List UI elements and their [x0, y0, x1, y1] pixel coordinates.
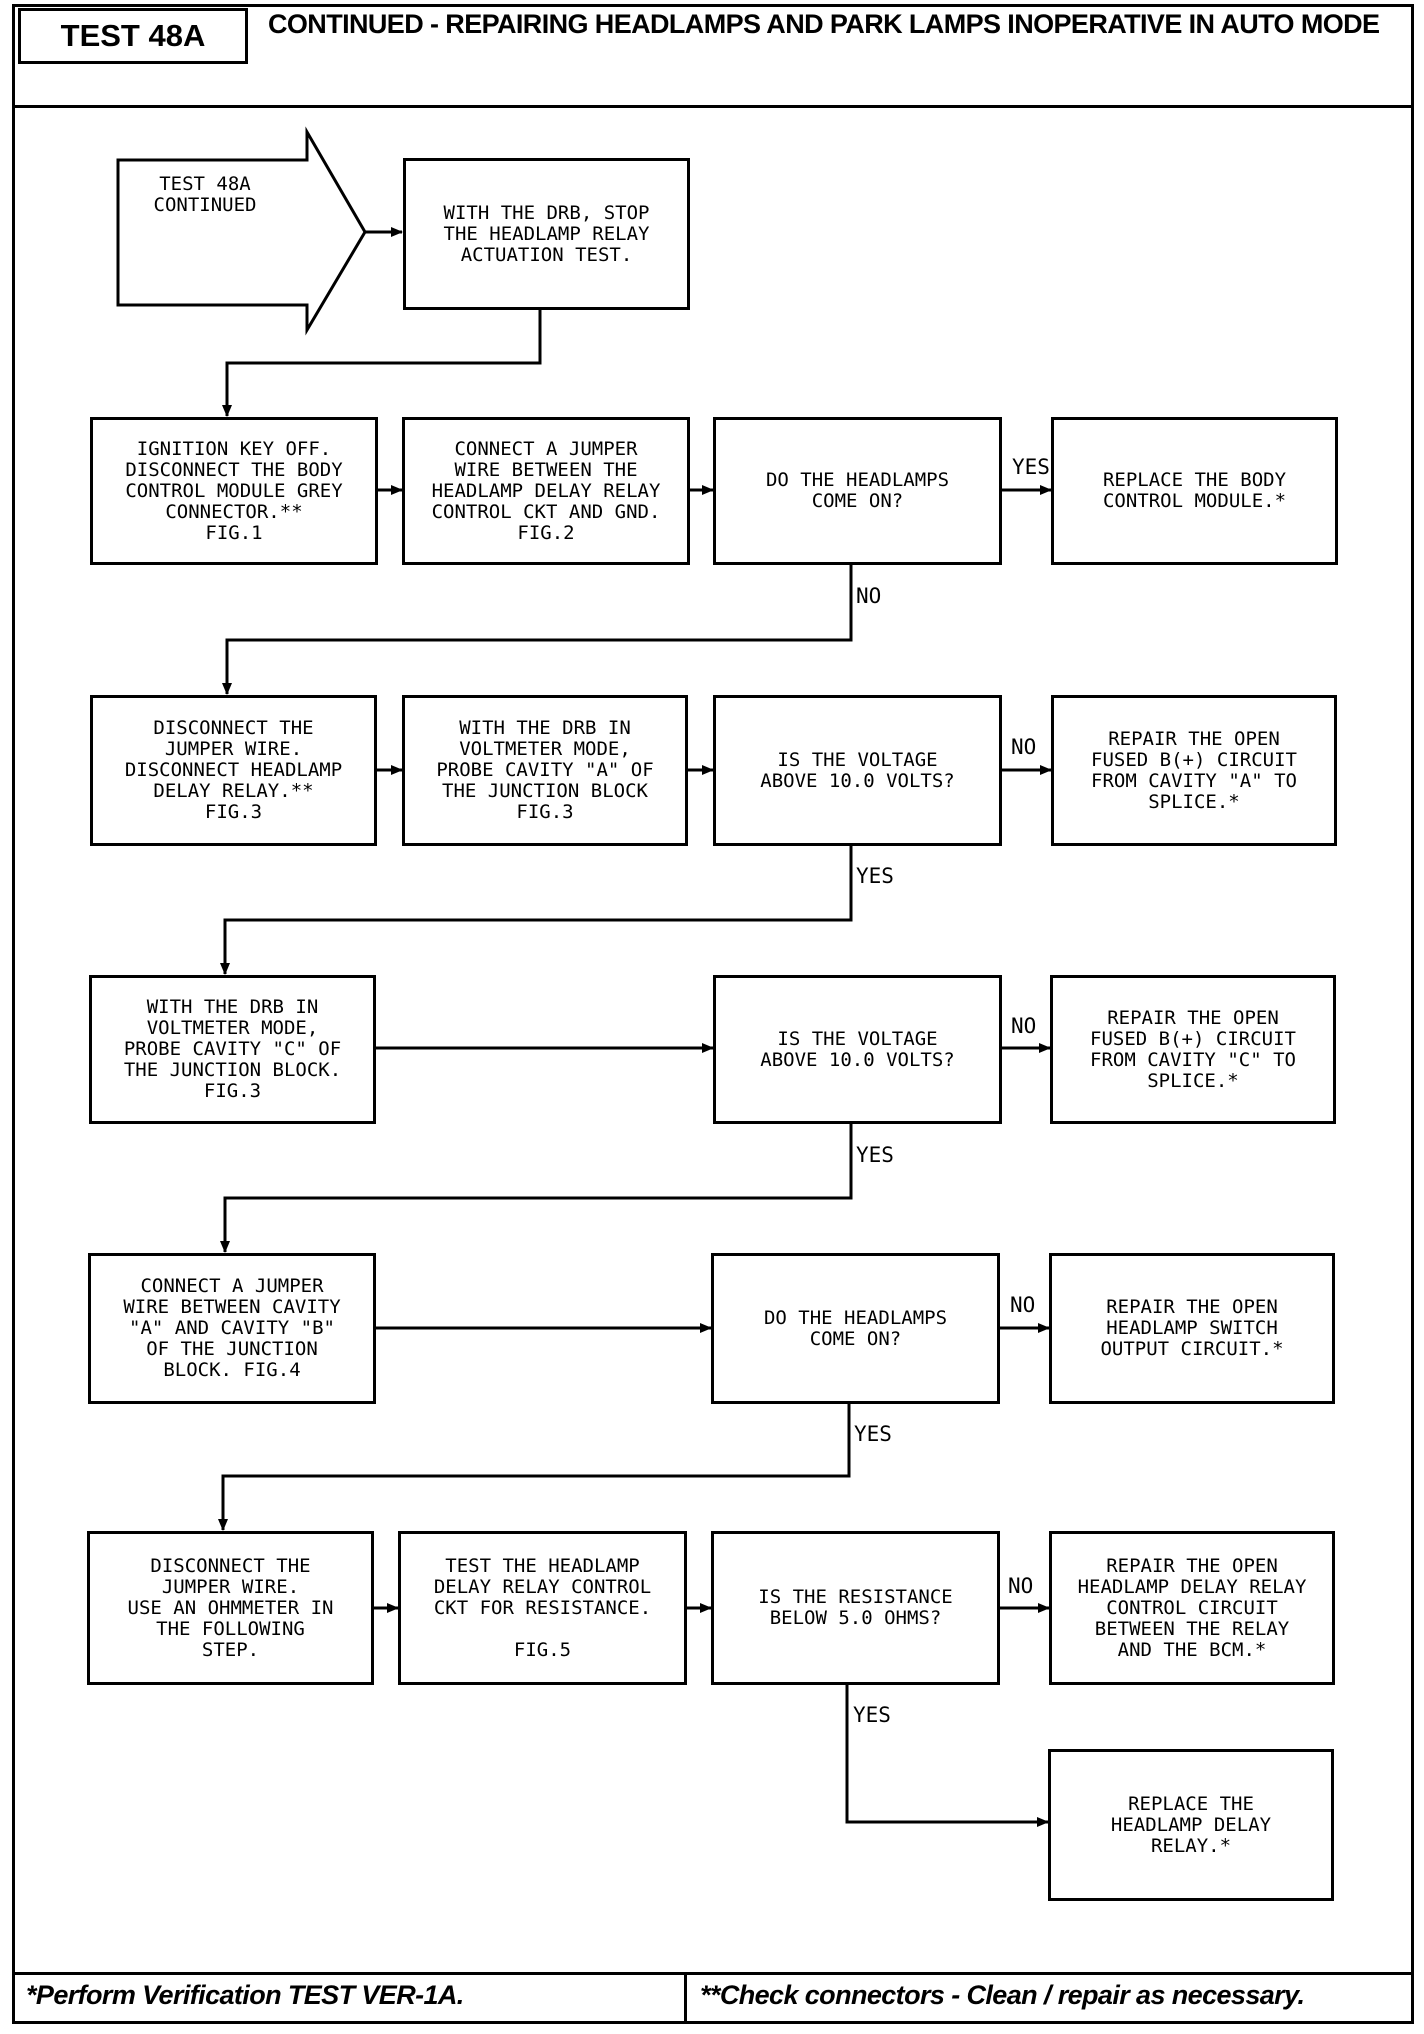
decision-voltage-cavity-a: IS THE VOLTAGE ABOVE 10.0 VOLTS?: [713, 695, 1002, 846]
label-no-q3: NO: [1011, 1014, 1037, 1038]
label-yes-q4: YES: [854, 1422, 892, 1446]
step-probe-cavity-c: WITH THE DRB IN VOLTMETER MODE, PROBE CA…: [89, 975, 376, 1124]
step-disconnect-jumper-ohmmeter: DISCONNECT THE JUMPER WIRE. USE AN OHMME…: [87, 1531, 374, 1685]
result-repair-switch-output: REPAIR THE OPEN HEADLAMP SWITCH OUTPUT C…: [1049, 1253, 1335, 1404]
step-connect-jumper-a-b: CONNECT A JUMPER WIRE BETWEEN CAVITY "A"…: [88, 1253, 376, 1404]
label-yes-q2: YES: [856, 864, 894, 888]
label-no-q1: NO: [856, 584, 882, 608]
result-repair-cavity-c: REPAIR THE OPEN FUSED B(+) CIRCUIT FROM …: [1050, 975, 1336, 1124]
test-number-label: TEST 48A: [18, 8, 248, 64]
entry-label: TEST 48A CONTINUED: [153, 173, 257, 216]
step-connect-jumper-gnd: CONNECT A JUMPER WIRE BETWEEN THE HEADLA…: [402, 417, 690, 565]
step-probe-cavity-a: WITH THE DRB IN VOLTMETER MODE, PROBE CA…: [402, 695, 688, 846]
label-yes-q5: YES: [853, 1703, 891, 1727]
footer-border: [12, 1972, 1414, 2024]
result-repair-relay-control-circuit: REPAIR THE OPEN HEADLAMP DELAY RELAY CON…: [1049, 1531, 1335, 1685]
footer-verification-note: *Perform Verification TEST VER-1A.: [26, 1980, 464, 2010]
decision-resistance-below-5: IS THE RESISTANCE BELOW 5.0 OHMS?: [711, 1531, 1000, 1685]
footer-divider: [684, 1972, 687, 2024]
header-border: [12, 4, 1414, 108]
step-stop-actuation-test: WITH THE DRB, STOP THE HEADLAMP RELAY AC…: [403, 158, 690, 310]
decision-headlamps-come-on-1: DO THE HEADLAMPS COME ON?: [713, 417, 1002, 565]
step-ignition-key-off: IGNITION KEY OFF. DISCONNECT THE BODY CO…: [90, 417, 378, 565]
step-disconnect-jumper-relay: DISCONNECT THE JUMPER WIRE. DISCONNECT H…: [90, 695, 377, 846]
entry-arrow-shape: [116, 126, 367, 336]
decision-headlamps-come-on-2: DO THE HEADLAMPS COME ON?: [711, 1253, 1000, 1404]
result-replace-bcm: REPLACE THE BODY CONTROL MODULE.*: [1051, 417, 1338, 565]
label-no-q2: NO: [1011, 735, 1037, 759]
footer-connectors-note: **Check connectors - Clean / repair as n…: [700, 1980, 1305, 2010]
label-yes-q1: YES: [1012, 455, 1050, 479]
label-yes-q3: YES: [856, 1143, 894, 1167]
page-title: CONTINUED - REPAIRING HEADLAMPS AND PARK…: [268, 9, 1380, 39]
result-repair-cavity-a: REPAIR THE OPEN FUSED B(+) CIRCUIT FROM …: [1051, 695, 1337, 846]
step-test-relay-control-resistance: TEST THE HEADLAMP DELAY RELAY CONTROL CK…: [398, 1531, 687, 1685]
label-no-q5: NO: [1008, 1574, 1034, 1598]
label-no-q4: NO: [1010, 1293, 1036, 1317]
decision-voltage-cavity-c: IS THE VOLTAGE ABOVE 10.0 VOLTS?: [713, 975, 1002, 1124]
result-replace-delay-relay: REPLACE THE HEADLAMP DELAY RELAY.*: [1048, 1749, 1334, 1901]
